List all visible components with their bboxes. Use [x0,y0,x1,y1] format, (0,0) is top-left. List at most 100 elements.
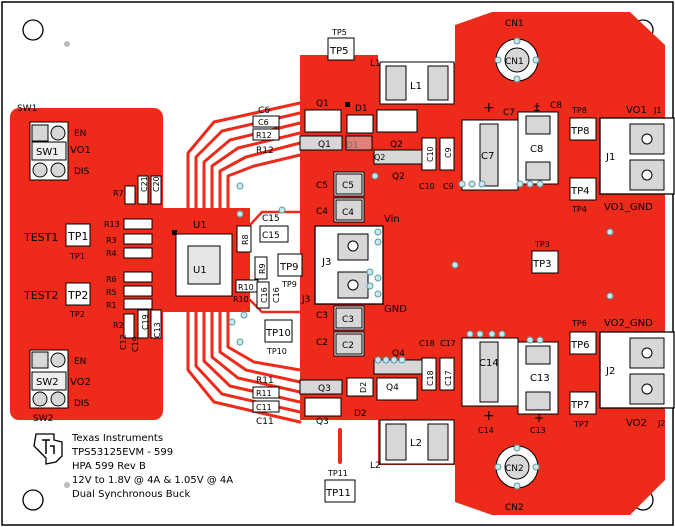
tp4-pad [569,177,597,201]
c10-pad-label: C10 [426,146,435,162]
c7-capacitor[interactable]: + C7 C7 [461,100,519,191]
cn1-hole-e [532,56,540,64]
c10-part [421,137,437,171]
c8-label: C8 [550,101,562,111]
q2-mosfet[interactable]: Q2 Q2 Q2 [373,109,423,182]
tp5-point[interactable]: TP5 TP5 [327,28,355,61]
test2-point[interactable]: TEST2 TP2 TP2 [23,282,91,319]
r12-label: R12 [256,146,274,156]
sw2-pin-en-left [31,351,49,369]
j3-input-connector[interactable]: Vin J3 J3 GND [301,214,407,315]
j3-label: J3 [301,295,310,305]
q4-pad [373,359,423,375]
tp9-point[interactable]: TP9 TP9 [277,253,303,289]
cn1-pad-label: CN1 [505,57,524,67]
sw1-switch[interactable]: SW1 SW1 EN VO1 DIS [17,104,91,181]
cn1-hole-w [494,56,502,64]
r10-pad-label: R10 [238,283,254,292]
test1-point[interactable]: TEST1 TP1 TP1 [23,223,91,261]
sw2-switch[interactable]: SW2 EN VO2 DIS SW2 [29,349,91,424]
tp1-pad [65,223,91,247]
tp4-point[interactable]: TP4 TP4 [569,177,597,214]
r11-label: R11 [256,376,274,386]
c21-label: C21 [140,176,149,192]
via [458,180,466,188]
tp8-label: TP8 [571,106,587,115]
c16-part [256,281,270,309]
tp6-label: TP6 [571,319,587,328]
r4-label: R4 [106,249,117,258]
d1-diode[interactable]: D1 D1 [345,102,374,151]
footer-company: Texas Instruments [71,433,163,444]
c3-label: C3 [316,311,328,321]
tp3-label: TP3 [534,240,550,249]
j1-pin-gnd-hole [641,169,653,181]
j1-output-connector[interactable]: VO1 J1 J1 VO1_GND [599,105,675,213]
c9-label: C9 [443,182,454,191]
cn2-hole-n [513,444,521,452]
j1-pin-vo1-hole [641,133,653,145]
via [526,180,534,188]
d2-label: D2 [354,409,367,419]
ti-footer: Texas Instruments TPS53125EVM - 599 HPA … [33,433,233,500]
tp11-point[interactable]: TP11 TP11 [324,469,356,503]
tp6-pad [569,331,597,355]
j2-output-connector[interactable]: VO2_GND J2 VO2 J2 [599,318,675,429]
d1-label: D1 [355,104,368,114]
c2-capacitor[interactable]: C2 C2 [316,331,365,357]
tp8-point[interactable]: TP8 TP8 [569,106,597,141]
cn1-hole-n [513,37,521,45]
passives-left-of-u1: R7 C21 C20 R13 R3 R4 R6 R5 R1 R2 C12 C19… [104,175,162,352]
c15-label: C15 [262,214,280,224]
r2-part [123,313,135,339]
tp7-point[interactable]: TP7 TP7 [569,391,597,429]
r9-part [254,256,268,280]
tp10-point[interactable]: TP10 TP10 [264,319,293,356]
l2-inductor[interactable]: L2 L2 [370,419,455,471]
cn2-connector[interactable]: CN2 CN2 [494,444,540,513]
via [228,318,236,326]
sw2-title: SW2 [33,414,53,424]
c3-pad-label: C3 [342,315,354,325]
r7-part [124,185,136,205]
c15-pad-label: C15 [262,231,280,241]
q1-pad [299,135,343,151]
cn1-connector[interactable]: CN1 CN1 [494,19,540,83]
d2-diode[interactable]: D2 D2 [346,377,374,419]
c4-capacitor[interactable]: C4 C4 [316,197,365,223]
tp7-pad [569,391,597,415]
via [374,274,382,282]
c8-capacitor[interactable]: ‡ C8 C8 [517,101,562,185]
j2-side-label: J2 [657,419,665,428]
r9-label: R9 [258,263,267,274]
c3-capacitor[interactable]: C3 C3 [316,305,365,331]
tp3-point[interactable]: TP3 TP3 [531,240,559,274]
c14-capacitor[interactable]: C14 + C14 [461,337,519,435]
j2-label: J2 [605,366,615,377]
via [374,228,382,236]
c5-capacitor[interactable]: C5 C5 [316,171,365,197]
tp6-point[interactable]: TP6 TP6 [569,319,597,355]
c9-part [439,137,455,171]
q2-pad-label: Q2 [390,140,403,150]
c19-pad-label: C19 [141,314,150,330]
c6-label: C6 [258,106,270,116]
c6-part [252,115,280,128]
u1-controller[interactable]: U1 U1 [172,220,233,297]
l2-pad-left [385,423,407,461]
via [236,182,244,190]
via [451,261,459,269]
sw1-title: SW1 [17,104,37,114]
sw1-pin-dis-left [32,162,48,178]
via [240,311,248,319]
via [606,292,614,300]
c15-part [259,225,289,243]
l1-inductor[interactable]: L1 L1 [370,59,455,105]
q1-mosfet[interactable]: Q1 Q1 [299,99,343,151]
via [478,180,486,188]
c13-capacitor[interactable]: C13 + C13 [517,341,559,435]
q3-mosfet[interactable]: Q3 Q3 [299,379,343,427]
tp9-pad-label: TP9 [279,262,299,273]
footer-description: Dual Synchronous Buck [72,489,190,500]
c2-pad [335,333,363,355]
